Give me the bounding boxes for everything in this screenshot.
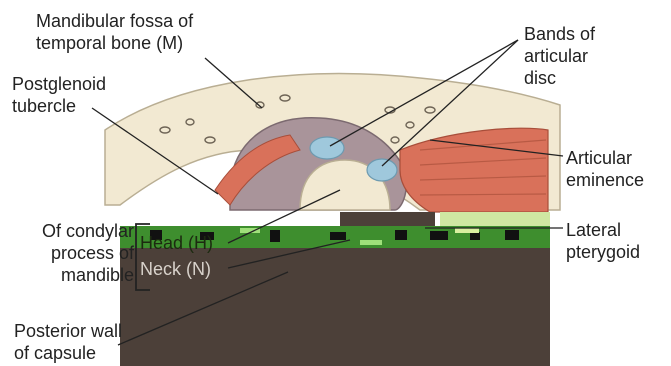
label-postglenoid-tubercle: Postglenoid tubercle (12, 73, 106, 117)
label-posterior-wall-of-capsule: Posterior wall of capsule (14, 320, 122, 364)
label-mandibular-fossa: Mandibular fossa of temporal bone (M) (36, 10, 193, 54)
label-bands-of-articular-disc: Bands of articular disc (524, 23, 595, 89)
label-of-condylar-process: Of condylar process of mandible (10, 220, 134, 286)
label-articular-eminence: Articular eminence (566, 147, 644, 191)
disc-band-anterior (367, 159, 397, 181)
label-head: Head (H) (140, 232, 213, 254)
label-lateral-pterygoid: Lateral pterygoid (566, 219, 640, 263)
label-neck: Neck (N) (140, 258, 211, 280)
